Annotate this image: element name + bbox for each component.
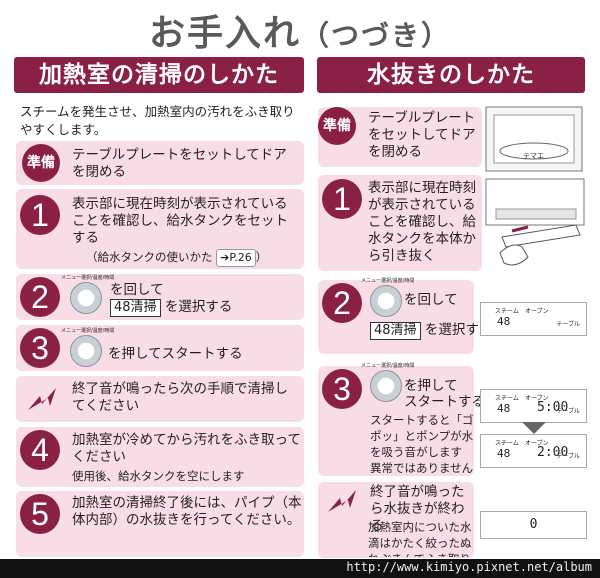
right-step1-text: 表示部に現在時刻が表示されていることを確認し、給水タンクを本体から引き抜く (368, 180, 476, 264)
left-intro: スチームを発生させ、加熱室内の汚れをふき取りやすくします。 (20, 104, 295, 137)
right-step3-text2: スタートする (404, 394, 485, 410)
right-beep-box (318, 482, 474, 558)
right-beep-text: 終了音が鳴ったら水抜きが終わる (370, 484, 465, 534)
left-step2-text1: を回して (110, 282, 164, 298)
page-title: お手入れ（つづき） (148, 13, 452, 54)
left-step1-number: 1 (20, 195, 60, 235)
page-ref[interactable]: ➔P.26 (216, 249, 256, 267)
watermark-url: http://www.kimiyo.pixnet.net/album (346, 560, 592, 574)
beep-icon (328, 490, 356, 512)
right-step2-number: 2 (322, 283, 362, 323)
left-step1-note: （給水タンクの使いかた ➔P.26） (86, 249, 301, 267)
right-step3-text1: を押して (404, 378, 458, 394)
left-prep-box (16, 141, 304, 185)
oven-interior-illustration (485, 106, 583, 172)
left-step1-box (16, 189, 304, 269)
left-step1-text: 表示部に現在時刻が表示されていることを確認し、給水タンクをセットする (72, 196, 288, 246)
right-step1-number: 1 (322, 179, 362, 219)
right-beep-note: 加熱室内についた水滴はかたく絞ったぬれぶきんでふき取ります (368, 520, 472, 557)
arrow-down-icon (522, 422, 546, 434)
right-prep-text: テーブルプレートをセットしてドアを閉める (368, 110, 476, 160)
start-button-icon: メニュー選択/温度/時間 (361, 363, 414, 402)
left-step5-box (16, 491, 304, 557)
right-step3-number: 3 (322, 369, 362, 409)
right-step3-note: スタートすると「ゴポッ」とポンプが水を吸う音がします 異常ではありません (370, 413, 474, 475)
left-beep-box (16, 376, 304, 422)
right-step2-key-line: 48清掃 を選択する (370, 322, 492, 340)
left-step4-number: 4 (20, 430, 60, 470)
right-section-header: 水抜きのしかた (317, 57, 585, 93)
start-button-icon: メニュー選択/温度/時間 (61, 328, 114, 367)
plate-label: テマエ (523, 152, 544, 160)
right-prep-badge: 準備 (318, 107, 356, 145)
beep-icon (28, 388, 56, 410)
right-step2-text1: を回して (404, 292, 458, 308)
dial-knob-icon: メニュー選択/温度/時間 (61, 275, 114, 314)
clean-48-key: 48清掃 (370, 322, 421, 340)
left-beep-text: 終了音が鳴ったら次の手順で清掃してください (72, 381, 288, 414)
left-step2-line2: 48清掃 を選択する (110, 299, 232, 317)
left-section-header: 加熱室の清掃のしかた (14, 57, 304, 93)
left-step3-number: 3 (20, 328, 60, 368)
watermark-bar: http://www.kimiyo.pixnet.net/album (0, 559, 600, 578)
left-step3-box (16, 325, 304, 371)
left-step4-box (16, 427, 304, 487)
left-step2-number: 2 (20, 277, 60, 317)
left-step4-text: 加熱室が冷めてから汚れをふき取ってください (72, 432, 301, 465)
left-prep-text: テーブルプレートをセットしてドアを閉める (72, 147, 287, 180)
left-step5-number: 5 (20, 494, 60, 534)
water-tank-illustration (485, 178, 585, 266)
left-step3-text: を押してスタートする (108, 346, 243, 362)
left-step4-note: 使用後、給水タンクを空にします (72, 469, 245, 483)
left-step5-text: 加熱室の清掃終了後には、パイプ（本体内部）の水抜きを行ってください。 (72, 495, 302, 528)
clean-48-key: 48清掃 (110, 299, 161, 317)
left-prep-badge: 準備 (22, 144, 60, 182)
dial-knob-icon: メニュー選択/温度/時間 (361, 278, 414, 317)
lcd-display-0: 0 (480, 511, 587, 539)
